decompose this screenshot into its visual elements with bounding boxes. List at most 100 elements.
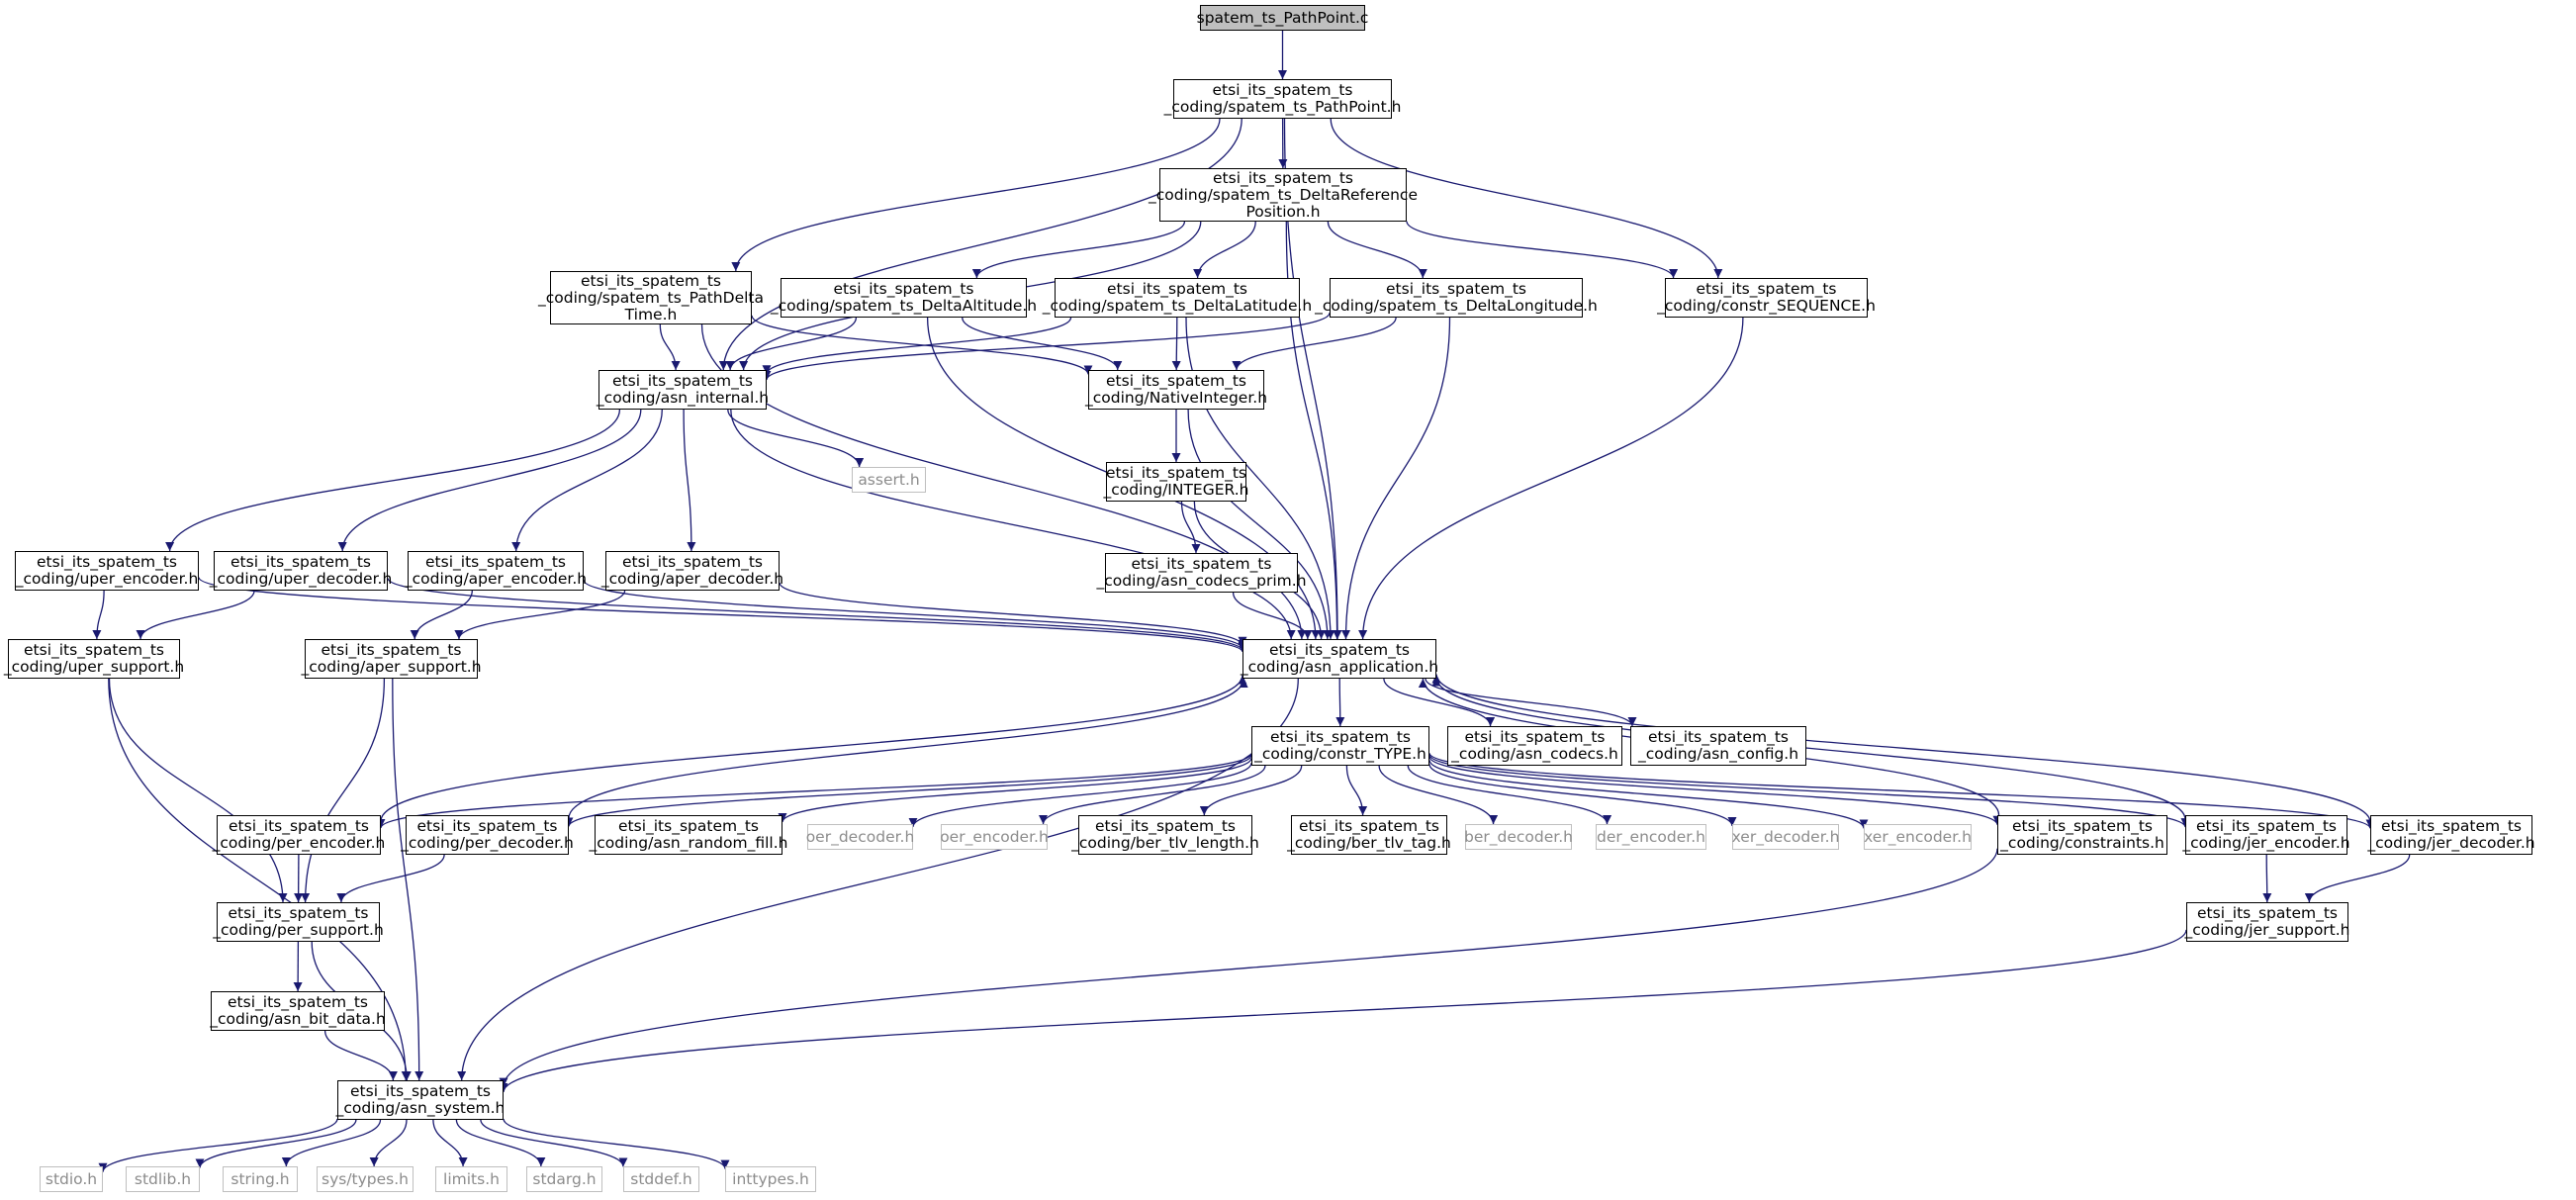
- node-constraints[interactable]: etsi_its_spatem_ts _coding/constraints.h: [1997, 815, 2167, 855]
- node-jerenc[interactable]: etsi_its_spatem_ts _coding/jer_encoder.h: [2182, 815, 2350, 855]
- node-constrtype[interactable]: etsi_its_spatem_ts _coding/constr_TYPE.h: [1251, 726, 1429, 766]
- edge-deltaref-to-deltalat: [1193, 221, 1256, 279]
- edge-constrtype-to-constraints: [1428, 756, 2002, 825]
- node-limits: limits.h: [435, 1166, 507, 1192]
- node-deltaalt[interactable]: etsi_its_spatem_ts _coding/spatem_ts_Del…: [771, 278, 1037, 318]
- edge-deltalon-to-nativeint: [1232, 317, 1397, 371]
- edge-deltaalt-to-asninternal: [725, 317, 858, 371]
- node-perenc[interactable]: etsi_its_spatem_ts _coding/per_encoder.h: [213, 815, 385, 855]
- node-uperdec[interactable]: etsi_its_spatem_ts _coding/uper_decoder.…: [210, 551, 392, 591]
- node-uperenc[interactable]: etsi_its_spatem_ts _coding/uper_encoder.…: [15, 551, 199, 591]
- node-pathdelta[interactable]: etsi_its_spatem_ts _coding/spatem_ts_Pat…: [538, 271, 764, 324]
- node-jerdec[interactable]: etsi_its_spatem_ts _coding/jer_decoder.h: [2367, 815, 2535, 855]
- edge-constrtype-to-randfill: [778, 758, 1252, 823]
- edge-asnsystem-to-stdio: [98, 1118, 338, 1172]
- node-constrseq[interactable]: etsi_its_spatem_ts _coding/constr_SEQUEN…: [1657, 278, 1876, 318]
- node-string: string.h: [223, 1166, 298, 1192]
- edge-constrtype-to-oerenc: [1039, 765, 1266, 825]
- edge-bitdata-to-asnsystem: [323, 1030, 398, 1081]
- edge-pathdelta-to-nativeint: [751, 315, 1093, 375]
- edge-asnsystem-to-systypes: [369, 1119, 408, 1167]
- edge-constrtype-to-derenc: [1407, 765, 1612, 825]
- edge-constrtype-to-xerdec: [1428, 764, 1737, 827]
- edge-pathpoint-to-asninternal: [718, 118, 1242, 371]
- edge-aperenc-to-asnapp: [583, 580, 1247, 650]
- node-upersup[interactable]: etsi_its_spatem_ts _coding/uper_support.…: [4, 639, 184, 679]
- edge-uperenc-to-asnapp: [198, 577, 1247, 653]
- edge-asnsystem-to-stdlib: [195, 1119, 357, 1168]
- node-codecsprim[interactable]: etsi_its_spatem_ts _coding/asn_codecs_pr…: [1096, 553, 1307, 593]
- node-pathpoint[interactable]: etsi_its_spatem_ts _coding/spatem_ts_Pat…: [1164, 79, 1401, 119]
- node-bertlvtag[interactable]: etsi_its_spatem_ts _coding/ber_tlv_tag.h: [1287, 815, 1451, 855]
- edge-deltalat-to-asninternal: [762, 317, 1072, 375]
- edge-deltaalt-to-nativeint: [962, 317, 1123, 371]
- edge-constrtype-to-perenc: [376, 753, 1252, 829]
- node-asninternal[interactable]: etsi_its_spatem_ts _coding/asn_internal.…: [597, 370, 769, 410]
- node-bertlvlen[interactable]: etsi_its_spatem_ts _coding/ber_tlv_lengt…: [1071, 815, 1259, 855]
- node-inttypes: inttypes.h: [725, 1166, 816, 1192]
- edge-constrtype-to-bertlvtag: [1345, 765, 1368, 816]
- edge-codecsprim-to-asnapp: [1232, 592, 1313, 640]
- edge-constrtype-to-berdec: [1378, 765, 1499, 825]
- edge-deltaref-to-deltalon: [1327, 221, 1427, 279]
- edge-asninternal-to-assert: [727, 409, 865, 468]
- edge-asnsystem-to-string: [281, 1119, 382, 1167]
- edge-aperdec-to-apersup: [454, 590, 626, 640]
- edge-deltalon-to-asnapp: [1341, 317, 1451, 640]
- node-root[interactable]: spatem_ts_PathPoint.c: [1197, 5, 1368, 31]
- edge-integer-to-codecsprim: [1180, 501, 1201, 554]
- edge-constrtype-to-perdec: [564, 755, 1252, 827]
- edge-asninternal-to-aperdec: [683, 409, 696, 552]
- edge-asnapp-to-asnconfig: [1425, 678, 1637, 727]
- edge-apersup-to-persup: [301, 678, 386, 903]
- node-asnsystem[interactable]: etsi_its_spatem_ts _coding/asn_system.h: [336, 1080, 505, 1120]
- edge-constrtype-to-xerenc: [1428, 759, 1869, 829]
- node-bitdata[interactable]: etsi_its_spatem_ts _coding/asn_bit_data.…: [210, 991, 386, 1031]
- node-deltalon[interactable]: etsi_its_spatem_ts _coding/spatem_ts_Del…: [1315, 278, 1598, 318]
- edge-jerdec-to-jersup: [2304, 854, 2411, 903]
- edge-deltalat-to-nativeint: [1171, 317, 1181, 371]
- node-perdec[interactable]: etsi_its_spatem_ts _coding/per_decoder.h: [401, 815, 574, 855]
- node-jersup[interactable]: etsi_its_spatem_ts _coding/jer_support.h: [2185, 902, 2350, 942]
- node-aperenc[interactable]: etsi_its_spatem_ts _coding/aper_encoder.…: [405, 551, 587, 591]
- node-asnapp[interactable]: etsi_its_spatem_ts _coding/asn_applicati…: [1241, 639, 1438, 679]
- edge-uperdec-to-upersup: [136, 590, 255, 640]
- node-oerdec: oer_decoder.h: [806, 824, 914, 850]
- node-aperdec[interactable]: etsi_its_spatem_ts _coding/aper_decoder.…: [601, 551, 783, 591]
- edge-deltaref-to-constrseq: [1406, 221, 1679, 279]
- node-stddef: stddef.h: [623, 1166, 699, 1192]
- node-deltalat[interactable]: etsi_its_spatem_ts _coding/spatem_ts_Del…: [1043, 278, 1312, 318]
- edge-constraints-to-asnsystem: [499, 848, 1998, 1087]
- edge-deltalon-to-asninternal: [762, 312, 1331, 381]
- edge-upersup-to-persup: [108, 678, 288, 903]
- edge-apersup-to-asnsystem: [392, 678, 424, 1081]
- node-nativeint[interactable]: etsi_its_spatem_ts _coding/NativeInteger…: [1085, 370, 1267, 410]
- edge-jerdec-to-asnapp: [1431, 674, 2371, 823]
- edge-aperenc-to-apersup: [410, 590, 473, 640]
- node-randfill[interactable]: etsi_its_spatem_ts _coding/asn_random_fi…: [590, 815, 787, 855]
- node-xerdec: xer_decoder.h: [1732, 824, 1839, 850]
- node-asncodecs[interactable]: etsi_its_spatem_ts _coding/asn_codecs.h: [1447, 726, 1622, 766]
- node-asnconfig[interactable]: etsi_its_spatem_ts _coding/asn_config.h: [1630, 726, 1806, 766]
- node-persup[interactable]: etsi_its_spatem_ts _coding/per_support.h: [213, 902, 384, 942]
- edge-uperenc-to-upersup: [92, 590, 105, 640]
- edge-constrtype-to-jerdec: [1428, 752, 2375, 829]
- node-deltaref[interactable]: etsi_its_spatem_ts _coding/spatem_ts_Del…: [1149, 168, 1418, 222]
- node-berdec: ber_decoder.h: [1464, 824, 1573, 850]
- edge-asnapp-to-asnsystem: [457, 678, 1299, 1081]
- edge-asnsystem-to-inttypes: [503, 1118, 730, 1169]
- node-integer[interactable]: etsi_its_spatem_ts _coding/INTEGER.h: [1104, 462, 1249, 502]
- edge-deltaref-to-deltaalt: [971, 221, 1186, 279]
- edge-perdec-to-asnapp: [568, 678, 1248, 819]
- node-apersup[interactable]: etsi_its_spatem_ts _coding/aper_support.…: [301, 639, 482, 679]
- node-xerenc: xer_encoder.h: [1864, 824, 1972, 850]
- edge-asninternal-to-uperenc: [165, 409, 621, 552]
- node-stdlib: stdlib.h: [126, 1166, 200, 1192]
- node-derenc: der_encoder.h: [1596, 824, 1706, 850]
- node-stdarg: stdarg.h: [526, 1166, 602, 1192]
- node-systypes: sys/types.h: [317, 1166, 414, 1192]
- edge-asninternal-to-uperdec: [337, 409, 642, 552]
- edge-asnsystem-to-limits: [432, 1119, 468, 1167]
- node-oerenc: oer_encoder.h: [940, 824, 1049, 850]
